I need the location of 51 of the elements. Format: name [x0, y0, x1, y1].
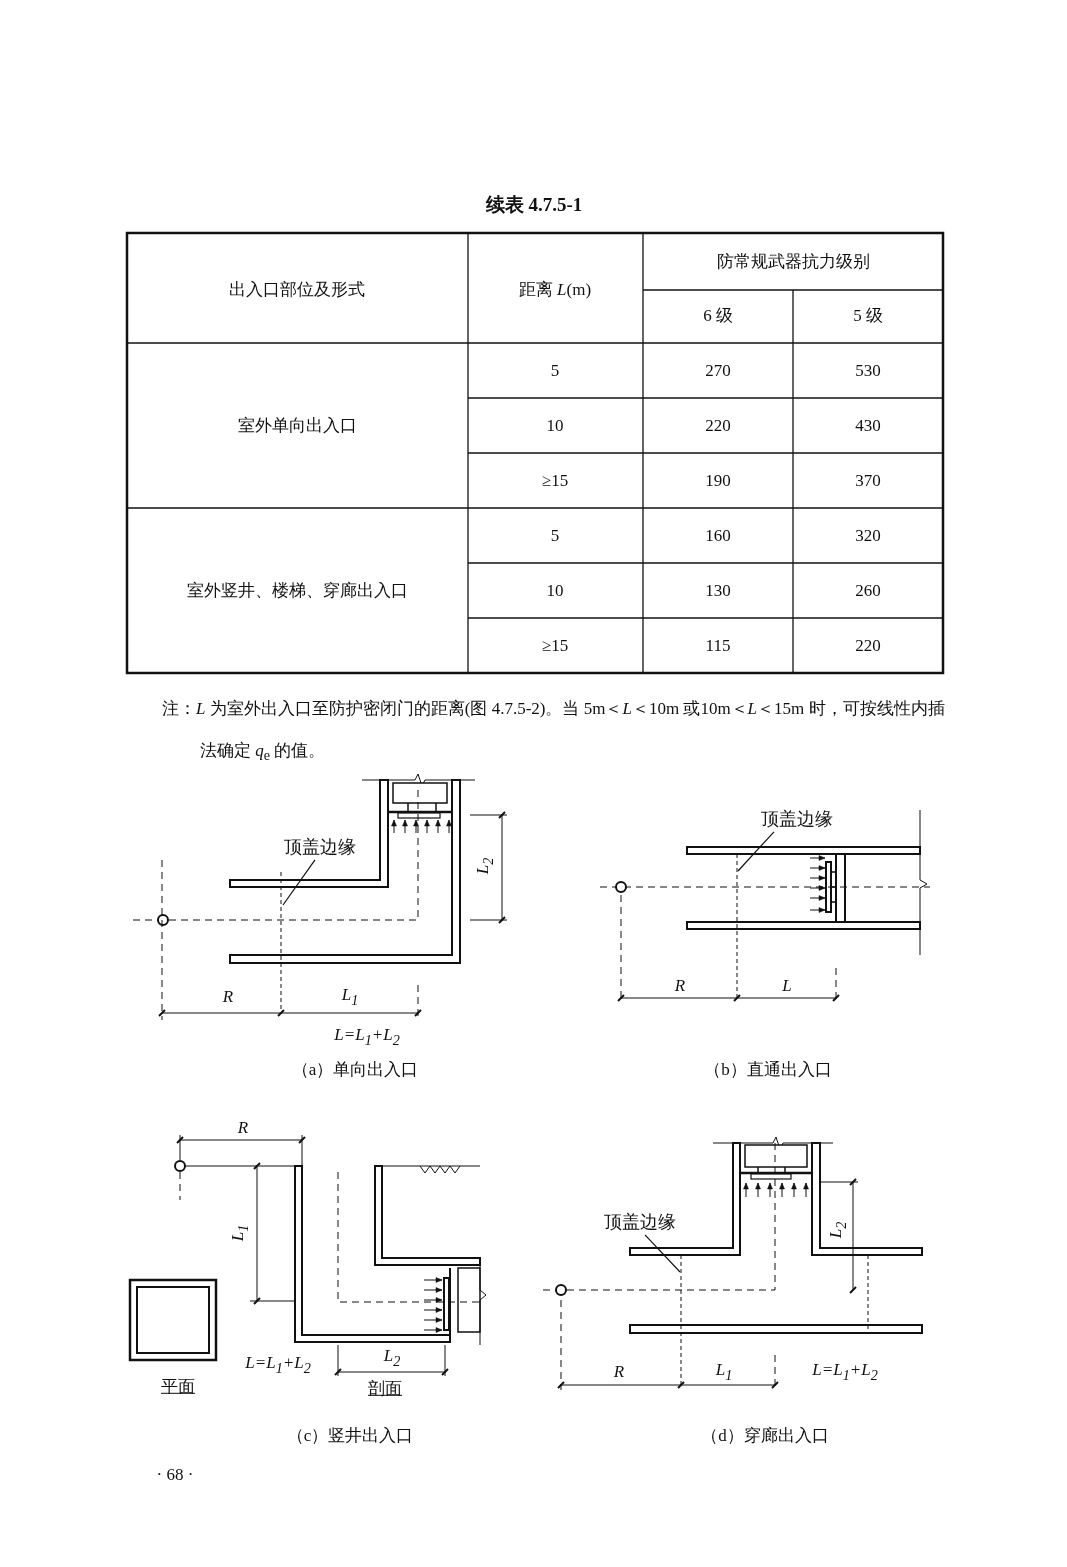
callout-label: 顶盖边缘 [761, 809, 833, 831]
callout-label: 顶盖边缘 [284, 837, 356, 859]
pressure-value: 160 [705, 525, 731, 547]
pressure-value: 270 [705, 360, 731, 382]
pressure-value: 190 [705, 470, 731, 492]
pressure-value: 260 [855, 580, 881, 602]
pressure-value: 220 [855, 635, 881, 657]
dimension-label: L$_{1}$ [341, 985, 359, 1009]
figure-caption: （b）直通出入口 [704, 1059, 832, 1081]
column-heading: 6 级 [703, 305, 733, 327]
dimension-label: R [613, 1361, 625, 1383]
column-heading: 出入口部位及形式 [229, 279, 365, 301]
pressure-value: 115 [705, 635, 731, 657]
page-number: · 68 · [156, 1464, 194, 1486]
pressure-value: 130 [705, 580, 731, 602]
figure-caption: （a）单向出入口 [291, 1059, 419, 1081]
row-heading: 室外单向出入口 [237, 415, 357, 437]
leader-line [282, 859, 316, 906]
dimension-label: R [674, 975, 686, 997]
distance-value: 10 [546, 580, 564, 602]
dimension-label: R [222, 986, 234, 1008]
distance-value: 10 [546, 415, 564, 437]
callout-label: 顶盖边缘 [604, 1212, 676, 1234]
pressure-value: 530 [855, 360, 881, 382]
pressure-value: 220 [705, 415, 731, 437]
column-heading: 5 级 [853, 305, 883, 327]
view-title: 剖面 [368, 1378, 402, 1400]
view-title: 平面 [161, 1376, 195, 1398]
dimension-label: R [237, 1117, 249, 1139]
dimension-label: L$_{2}$ [383, 1346, 401, 1370]
dimension-label: L$_{1}$ [715, 1360, 733, 1384]
table-title: 续表 4.7.5-1 [485, 193, 583, 217]
formula-text: L=L$_{1}$+L$_{2}$ [334, 1025, 400, 1049]
distance-value: ≥15 [541, 635, 569, 657]
note-text: 注：L 为室外出入口至防护密闭门的距离(图 4.7.5-2)。当 5m＜L＜10m 或10m＜L＜15m 时，可按线性内插法确定 q$_{e}$ 的值。 [162, 698, 946, 766]
formula-text: L=L$_{1}$+L$_{2}$ [245, 1353, 311, 1377]
distance-value: 5 [550, 360, 560, 382]
figure-caption: （c）竖井出入口 [286, 1425, 414, 1447]
leader-line [737, 831, 775, 872]
dimension-label: L [782, 975, 792, 997]
column-heading: 距离 L(m) [518, 279, 592, 301]
leader-line [644, 1234, 681, 1273]
formula-text: L=L$_{1}$+L$_{2}$ [812, 1360, 878, 1384]
column-heading: 防常规武器抗力级别 [716, 251, 870, 273]
figure-caption: （d）穿廊出入口 [701, 1425, 829, 1447]
pressure-value: 370 [855, 470, 881, 492]
distance-value: ≥15 [541, 470, 569, 492]
row-heading: 室外竖井、楼梯、穿廊出入口 [186, 580, 408, 602]
distance-value: 5 [550, 525, 560, 547]
pressure-value: 430 [855, 415, 881, 437]
pressure-value: 320 [855, 525, 881, 547]
